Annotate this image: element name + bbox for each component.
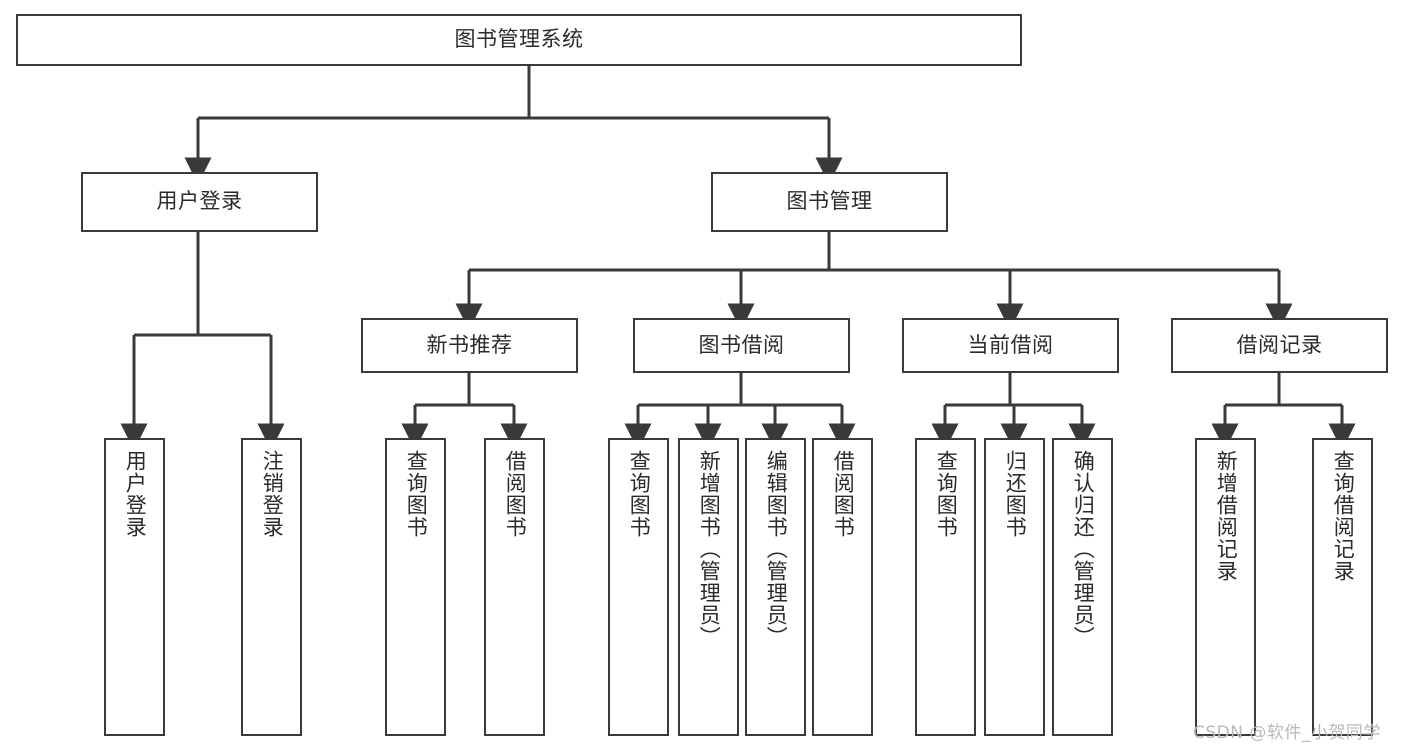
node-current-borrow[interactable]: 当前借阅 [902, 318, 1119, 373]
node-label: 新增借阅记录 [1214, 450, 1239, 582]
node-label: 用户登录 [123, 450, 148, 538]
node-label: 借阅图书 [503, 450, 528, 538]
node-label: 确认归还（管理员） [1071, 450, 1096, 648]
node-label: 图书管理系统 [454, 27, 584, 52]
node-leaf-user-login[interactable]: 用户登录 [104, 438, 165, 736]
node-leaf-add-book-admin[interactable]: 新增图书（管理员） [678, 438, 739, 736]
node-leaf-query-borrow-record[interactable]: 查询借阅记录 [1312, 438, 1373, 736]
node-leaf-confirm-return-admin[interactable]: 确认归还（管理员） [1052, 438, 1113, 736]
node-book-borrow[interactable]: 图书借阅 [633, 318, 850, 373]
node-label: 新增图书（管理员） [697, 450, 722, 648]
node-borrow-record[interactable]: 借阅记录 [1171, 318, 1388, 373]
node-label: 注销登录 [260, 450, 285, 538]
node-label: 查询图书 [404, 450, 429, 538]
node-label: 图书借阅 [698, 332, 785, 357]
node-leaf-query-book-borrow[interactable]: 查询图书 [608, 438, 669, 736]
node-label: 借阅图书 [831, 450, 856, 538]
node-leaf-query-book-current[interactable]: 查询图书 [915, 438, 976, 736]
node-label: 新书推荐 [426, 332, 513, 357]
node-leaf-borrow-book-recommend[interactable]: 借阅图书 [484, 438, 545, 736]
node-label: 用户登录 [156, 189, 243, 214]
node-label: 借阅记录 [1236, 332, 1323, 357]
node-leaf-add-borrow-record[interactable]: 新增借阅记录 [1195, 438, 1256, 736]
node-book-manage[interactable]: 图书管理 [711, 172, 948, 232]
node-leaf-return-book[interactable]: 归还图书 [984, 438, 1045, 736]
node-label: 查询借阅记录 [1331, 450, 1356, 582]
node-leaf-borrow-book[interactable]: 借阅图书 [812, 438, 873, 736]
node-leaf-edit-book-admin[interactable]: 编辑图书（管理员） [745, 438, 806, 736]
node-label: 查询图书 [934, 450, 959, 538]
node-label: 当前借阅 [967, 332, 1054, 357]
node-label: 编辑图书（管理员） [764, 450, 789, 648]
node-label: 归还图书 [1003, 450, 1028, 538]
node-user-login[interactable]: 用户登录 [81, 172, 318, 232]
node-root[interactable]: 图书管理系统 [16, 14, 1022, 66]
node-label: 查询图书 [627, 450, 652, 538]
node-leaf-query-book-recommend[interactable]: 查询图书 [385, 438, 446, 736]
csdn-watermark: CSDN @软件_小贺同学 [1193, 723, 1381, 743]
node-new-book-recommend[interactable]: 新书推荐 [361, 318, 578, 373]
node-label: 图书管理 [786, 189, 873, 214]
node-leaf-user-logout[interactable]: 注销登录 [241, 438, 302, 736]
